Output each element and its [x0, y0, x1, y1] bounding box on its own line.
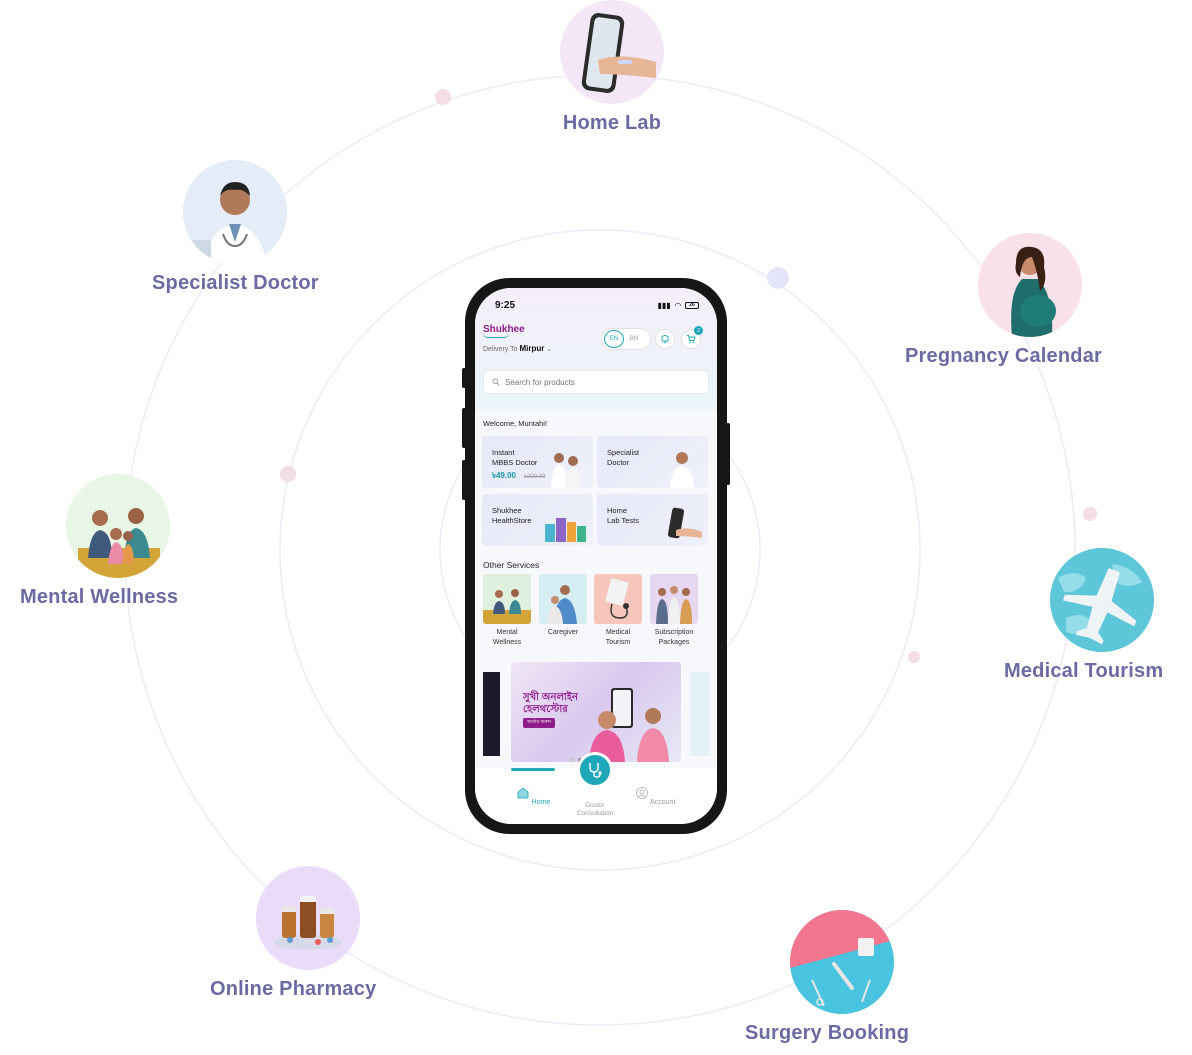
account-icon — [635, 787, 648, 799]
feature-mental-wellness[interactable]: Mental Wellness — [20, 474, 178, 609]
instant-old-price: ৳200.00 — [524, 474, 546, 480]
specialist-doctor-image — [183, 160, 288, 264]
tab-account[interactable]: Account — [625, 786, 685, 806]
medical-tourism-image — [1049, 548, 1154, 652]
feature-label: Online Pharmacy — [210, 978, 377, 1000]
banner-image — [589, 688, 669, 762]
feature-pregnancy-calendar[interactable]: Pregnancy Calendar — [905, 233, 1102, 368]
surgery-booking-image — [790, 910, 895, 1014]
banner-cta[interactable]: অর্ডার করুন — [523, 718, 555, 728]
pregnancy-calendar-image — [977, 233, 1082, 337]
doctor-image — [670, 452, 694, 488]
mental-wellness-image — [66, 474, 171, 578]
cart-count-badge: 2 — [694, 326, 703, 335]
other-services-title: Other Services — [483, 560, 540, 570]
status-bar: 9:25 ▮▮▮ ◠ 26 — [495, 300, 699, 311]
feature-label: Pregnancy Calendar — [905, 345, 1103, 367]
feature-label: Home Lab — [562, 112, 662, 134]
battery-icon: 26 — [685, 302, 699, 309]
doctors-image — [551, 453, 581, 488]
products-image — [545, 518, 586, 542]
lab-test-image — [667, 507, 702, 539]
feature-home-lab[interactable]: Home Lab — [560, 0, 664, 135]
cart-icon — [687, 335, 696, 344]
brand-logo[interactable]: Shukhee — [483, 324, 525, 338]
home-icon — [517, 787, 529, 799]
bell-icon — [661, 335, 669, 344]
search-icon — [492, 378, 500, 386]
notifications-button[interactable] — [655, 329, 675, 349]
lang-en[interactable]: EN — [604, 330, 624, 348]
feature-label: Mental Wellness — [20, 586, 179, 608]
online-pharmacy-image — [256, 866, 361, 970]
signal-icon: ▮▮▮ — [657, 301, 671, 310]
feature-label: Specialist Doctor — [152, 272, 319, 294]
cart-button[interactable]: 2 — [681, 326, 703, 349]
tab-home[interactable]: Home — [503, 768, 563, 806]
chevron-down-icon: ⌄ — [546, 346, 553, 353]
feature-label: Surgery Booking — [745, 1022, 910, 1044]
home-lab-image — [560, 0, 664, 104]
feature-medical-tourism[interactable]: Medical Tourism — [1004, 548, 1163, 683]
stethoscope-icon — [589, 763, 602, 778]
lang-bn[interactable]: BN — [629, 336, 639, 342]
feature-label: Medical Tourism — [1004, 660, 1164, 682]
search-bar[interactable] — [483, 370, 709, 394]
wifi-icon: ◠ — [674, 301, 681, 310]
doctor-consultation-button[interactable] — [577, 752, 613, 788]
language-toggle[interactable]: EN BN — [601, 328, 651, 350]
service-caregiver[interactable]: Caregiver — [539, 574, 587, 638]
banner-headline: সুখী অনলাইন হেলথস্টোর — [523, 692, 578, 715]
banner-prev-slide[interactable] — [483, 672, 500, 756]
promo-banner[interactable]: সুখী অনলাইন হেলথস্টোর অর্ডার করুন — [511, 662, 681, 762]
feature-surgery-booking[interactable]: Surgery Booking — [745, 910, 909, 1045]
banner-next-slide[interactable] — [690, 672, 710, 756]
welcome-text: Welcome, Muntahi! — [483, 419, 548, 428]
feature-specialist-doctor[interactable]: Specialist Doctor — [152, 160, 319, 295]
status-time: 9:25 — [495, 300, 516, 311]
feature-online-pharmacy[interactable]: Online Pharmacy — [210, 866, 376, 1001]
instant-price: ৳49.00 — [492, 471, 517, 480]
search-input[interactable] — [505, 377, 695, 387]
